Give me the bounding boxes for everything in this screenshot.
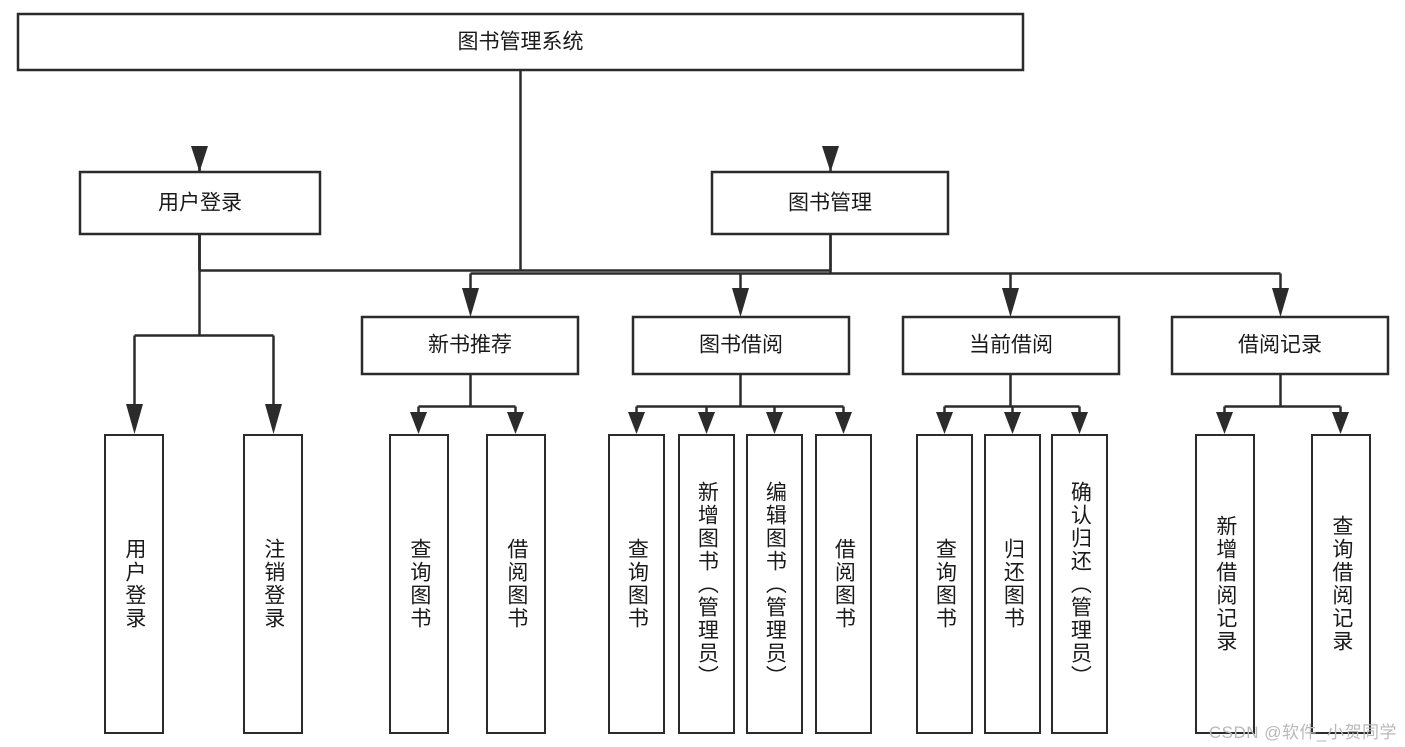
leaf-label: 新增图书（管理员）: [695, 480, 719, 688]
node-root-box[interactable]: [16, 12, 1025, 72]
node-leaf-edit-book[interactable]: 编辑图书（管理员）: [746, 434, 803, 734]
node-current-borrow[interactable]: 当前借阅: [901, 315, 1121, 376]
arrow-leaf-borrow-book-recommend: [507, 412, 524, 434]
arrow-leaf-user-login: [126, 404, 143, 434]
node-root[interactable]: 图书管理系统: [16, 12, 1025, 72]
watermark-text: CSDN @软件_小贺同学: [1208, 723, 1397, 742]
leaf-label: 用户登录: [122, 538, 146, 630]
leaf-label: 查询图书: [933, 538, 957, 630]
node-user-login-label: 用户登录: [158, 192, 242, 215]
node-leaf-borrow-book-recommend[interactable]: 借阅图书: [486, 434, 546, 734]
arrow-leaf-logout: [265, 404, 282, 434]
arrow-leaf-return-book: [1004, 412, 1021, 434]
node-borrow-record[interactable]: 借阅记录: [1170, 315, 1390, 376]
arrow-new-book-recommend: [462, 288, 479, 317]
arrow-book-borrow: [732, 288, 749, 317]
node-book-management-label: 图书管理: [788, 192, 872, 215]
leaf-label: 编辑图书（管理员）: [763, 480, 787, 688]
arrow-leaf-confirm-return: [1071, 412, 1088, 434]
node-leaf-query-book-recommend[interactable]: 查询图书: [389, 434, 449, 734]
node-new-book-recommend-label: 新书推荐: [428, 334, 512, 357]
arrow-borrow-record: [1272, 288, 1289, 317]
node-book-management-box[interactable]: [710, 170, 950, 236]
node-layer: 图书管理系统 用户登录 图书管理 新书推荐 图书借阅 当前: [16, 12, 1390, 376]
node-book-borrow-box[interactable]: [631, 315, 851, 376]
arrow-leaf-add-book: [698, 412, 715, 434]
arrow-leaf-edit-book: [766, 412, 783, 434]
node-leaf-query-book-current[interactable]: 查询图书: [916, 434, 973, 734]
arrow-leaf-add-borrow-record: [1216, 412, 1233, 434]
node-book-borrow-label: 图书借阅: [699, 334, 783, 357]
arrow-leaf-query-borrow-record: [1332, 412, 1349, 434]
node-leaf-query-book-borrow[interactable]: 查询图书: [608, 434, 665, 734]
arrow-current-borrow: [1002, 288, 1019, 317]
leaf-label: 新增借阅记录: [1213, 515, 1237, 653]
arrow-leaf-query-book-recommend: [410, 412, 427, 434]
node-new-book-recommend-box[interactable]: [360, 315, 580, 376]
node-root-label: 图书管理系统: [458, 31, 584, 54]
leaf-label: 确认归还（管理员）: [1068, 480, 1092, 688]
node-book-borrow[interactable]: 图书借阅: [631, 315, 851, 376]
node-leaf-return-book[interactable]: 归还图书: [984, 434, 1041, 734]
node-user-login[interactable]: 用户登录: [78, 170, 322, 236]
arrow-user-login: [191, 146, 208, 172]
node-leaf-query-borrow-record[interactable]: 查询借阅记录: [1311, 434, 1371, 734]
node-leaf-confirm-return[interactable]: 确认归还（管理员）: [1051, 434, 1108, 734]
node-current-borrow-label: 当前借阅: [969, 334, 1053, 357]
leaf-label: 查询图书: [625, 538, 649, 630]
node-new-book-recommend[interactable]: 新书推荐: [360, 315, 580, 376]
leaf-label: 查询借阅记录: [1329, 515, 1353, 653]
node-borrow-record-label: 借阅记录: [1238, 334, 1322, 357]
node-current-borrow-box[interactable]: [901, 315, 1121, 376]
arrow-leaf-borrow-book: [835, 412, 852, 434]
node-leaf-add-borrow-record[interactable]: 新增借阅记录: [1195, 434, 1255, 734]
leaf-label: 注销登录: [261, 538, 285, 630]
arrow-book-management: [822, 146, 839, 172]
node-leaf-borrow-book[interactable]: 借阅图书: [815, 434, 872, 734]
node-book-management[interactable]: 图书管理: [710, 170, 950, 236]
leaf-label: 借阅图书: [504, 538, 528, 630]
connector-layer: [126, 70, 1349, 434]
node-borrow-record-box[interactable]: [1170, 315, 1390, 376]
node-leaf-add-book[interactable]: 新增图书（管理员）: [678, 434, 735, 734]
node-user-login-box[interactable]: [78, 170, 322, 236]
arrow-leaf-query-book-borrow: [628, 412, 645, 434]
arrow-leaf-query-book-current: [936, 412, 953, 434]
leaf-label: 归还图书: [1001, 538, 1025, 630]
node-leaf-user-login[interactable]: 用户登录: [104, 434, 164, 734]
leaf-label: 查询图书: [407, 538, 431, 630]
node-leaf-logout[interactable]: 注销登录: [243, 434, 303, 734]
leaf-label: 借阅图书: [832, 538, 856, 630]
